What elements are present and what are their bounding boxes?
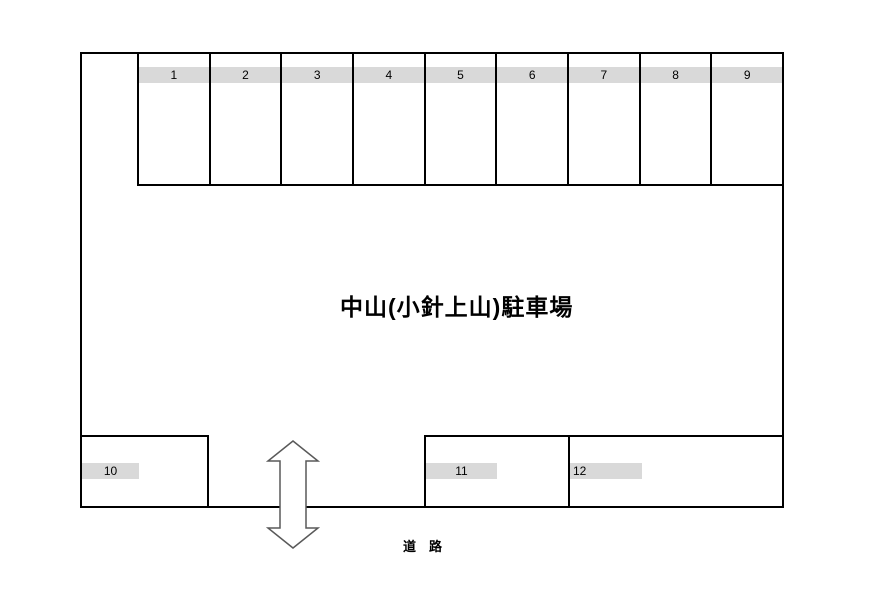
space-number-label: 3: [282, 67, 353, 83]
parking-space-3: 3: [280, 54, 353, 184]
parking-space-8: 8: [638, 54, 711, 184]
space-number-label: 10: [82, 463, 139, 479]
space-number-label: 6: [497, 67, 568, 83]
parking-row-top: 1 2 3 4 5 6 7 8 9: [137, 54, 783, 186]
parking-space-11: 11: [424, 435, 568, 508]
space-number-label: 12: [570, 463, 642, 479]
space-number-label: 5: [425, 67, 496, 83]
parking-space-6: 6: [495, 54, 568, 184]
parking-space-9: 9: [710, 54, 783, 184]
parking-space-5: 5: [423, 54, 496, 184]
parking-space-7: 7: [567, 54, 639, 184]
space-number-label: 1: [139, 67, 209, 83]
entrance-exit-arrow-icon: [265, 440, 321, 549]
parking-space-1: 1: [137, 54, 209, 184]
parking-space-10: 10: [80, 435, 209, 508]
space-number-label: 4: [354, 67, 424, 83]
space-number-label: 9: [712, 67, 783, 83]
space-number-label: 7: [569, 67, 639, 83]
parking-lot-boundary: [80, 52, 784, 508]
road-label: 道 路: [403, 539, 443, 554]
parking-space-12: 12: [568, 435, 784, 508]
parking-space-2: 2: [208, 54, 281, 184]
parking-lot-title: 中山(小針上山)駐車場: [340, 294, 574, 320]
space-number-label: 11: [426, 463, 497, 479]
parking-space-4: 4: [352, 54, 424, 184]
space-number-label: 8: [640, 67, 711, 83]
space-number-label: 2: [210, 67, 281, 83]
